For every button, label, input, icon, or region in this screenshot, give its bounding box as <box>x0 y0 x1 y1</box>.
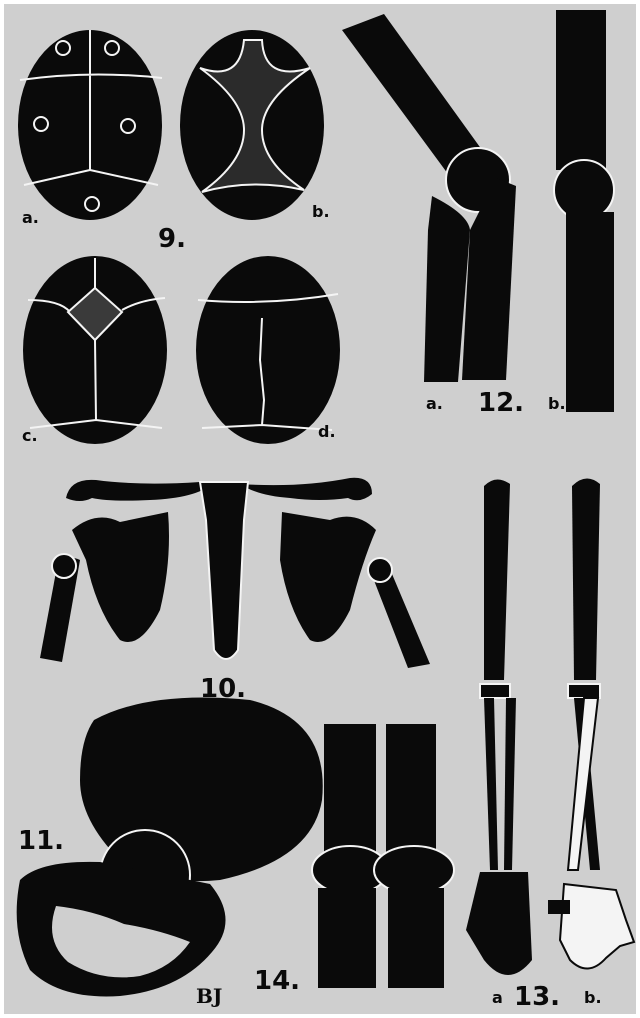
arm-13a <box>466 479 532 975</box>
fig12-part-a: a. <box>426 396 443 412</box>
fig11-number: 11. <box>18 828 64 854</box>
fig12-number: 12. <box>478 390 524 416</box>
fig9-part-c: c. <box>22 428 38 444</box>
fig9-part-a: a. <box>22 210 39 226</box>
knee-14-left <box>312 724 388 988</box>
fig13-part-a: a <box>492 990 503 1006</box>
shoulder-girdle-10 <box>40 478 430 668</box>
elbow-12a <box>342 14 516 382</box>
skull-9b <box>180 30 324 220</box>
skull-9c <box>23 256 167 444</box>
fig9-number: 9. <box>158 226 186 252</box>
elbow-12b <box>554 10 614 412</box>
artist-signature: BJ <box>196 986 222 1006</box>
fig9-part-b: b. <box>312 204 330 220</box>
fig14-number: 14. <box>254 968 300 994</box>
fig10-number: 10. <box>200 676 246 702</box>
knee-14-right <box>374 724 454 988</box>
arm-13b <box>548 478 634 968</box>
fig13-number: 13. <box>514 984 560 1010</box>
fig9-part-d: d. <box>318 424 336 440</box>
fig13-part-b: b. <box>584 990 602 1006</box>
fig12-part-b: b. <box>548 396 566 412</box>
skull-9a <box>18 30 162 220</box>
skull-9d <box>196 256 340 444</box>
